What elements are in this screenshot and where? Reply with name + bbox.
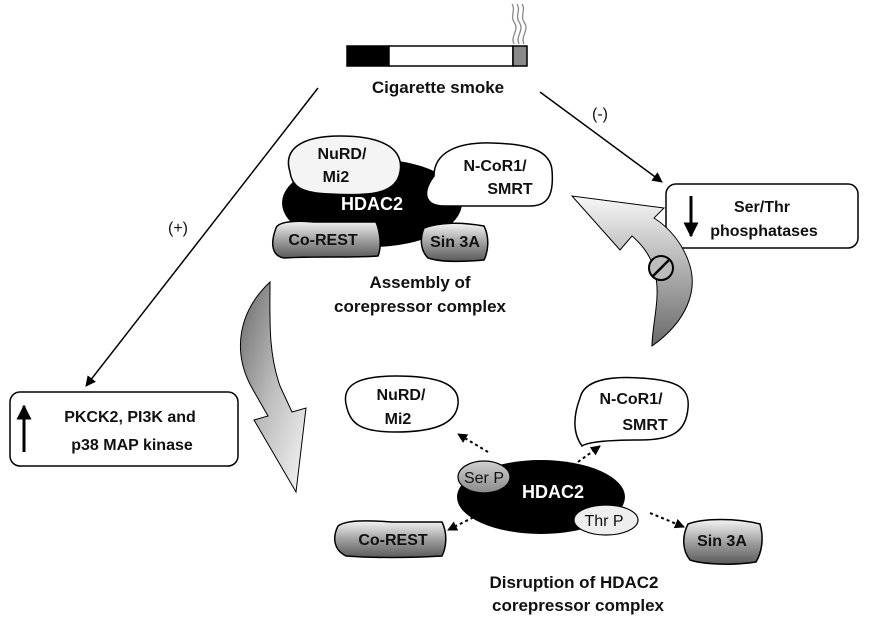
corest-label: Co-REST xyxy=(288,232,358,249)
thr-p-label: Thr P xyxy=(584,513,623,530)
dissociate-nurd xyxy=(457,433,489,453)
ncor-released-label-2: SMRT xyxy=(622,417,668,434)
disruption-caption-2: corepressor complex xyxy=(492,596,665,615)
ncor-label-1: N-CoR1/ xyxy=(463,158,527,175)
kinase-line-1: PKCK2, PI3K and xyxy=(64,409,196,426)
nurd-mi2-shape xyxy=(287,135,402,196)
curved-arrow-disruption xyxy=(240,280,307,494)
sign-positive: (+) xyxy=(168,220,188,237)
phosphatase-line-2: phosphatases xyxy=(710,223,818,240)
ncor-smrt-shape xyxy=(425,142,554,207)
hdac2-label-disrupted: HDAC2 xyxy=(522,482,584,502)
kinase-box: PKCK2, PI3K and p38 MAP kinase xyxy=(9,391,239,467)
sin3a-shape xyxy=(420,222,489,263)
assembled-complex: NuRD/ Mi2 N-CoR1/ SMRT HDAC2 Co-REST Sin… xyxy=(271,135,554,263)
nurd-released-label-2: Mi2 xyxy=(385,411,412,428)
ncor-released-label-1: N-CoR1/ xyxy=(599,391,663,408)
hdac2-label: HDAC2 xyxy=(341,194,403,214)
curved-arrow-reassembly xyxy=(570,195,693,347)
dissociate-corest xyxy=(447,511,485,531)
nurd-label-1: NuRD/ xyxy=(318,146,367,163)
nurd-label-2: Mi2 xyxy=(323,169,350,186)
dissociate-sin3a xyxy=(649,512,685,529)
nurd-mi2-released xyxy=(344,375,459,433)
arrow-to-phosphatases xyxy=(539,91,663,183)
ser-p-badge xyxy=(457,460,511,494)
assembly-caption-2: corepressor complex xyxy=(334,297,507,316)
assembly-caption-1: Assembly of xyxy=(369,273,470,292)
corest-released-label: Co-REST xyxy=(358,532,428,549)
sin3a-released xyxy=(683,518,763,565)
ncor-smrt-released xyxy=(574,376,689,448)
arrow-to-kinases xyxy=(85,87,319,387)
ncor-label-2: SMRT xyxy=(487,181,533,198)
blocked-icon xyxy=(648,255,674,281)
nurd-released-label-1: NuRD/ xyxy=(377,387,426,404)
kinase-line-2: p38 MAP kinase xyxy=(71,437,193,454)
cigarette-label: Cigarette smoke xyxy=(372,78,504,97)
phosphatase-box: Ser/Thr phosphatases xyxy=(665,183,859,249)
sign-negative: (-) xyxy=(592,106,608,123)
phosphatase-line-1: Ser/Thr xyxy=(734,199,790,216)
thr-p-badge xyxy=(573,504,639,536)
dissociate-ncor xyxy=(577,445,601,463)
disrupted-complex: Ser P HDAC2 Thr P xyxy=(457,460,639,536)
disruption-caption-1: Disruption of HDAC2 xyxy=(489,573,658,592)
corest-shape xyxy=(271,220,381,259)
ser-p-label: Ser P xyxy=(464,470,504,487)
cigarette-icon xyxy=(346,3,528,67)
sin3a-label: Sin 3A xyxy=(430,234,480,251)
corest-released xyxy=(333,520,447,559)
sin3a-released-label: Sin 3A xyxy=(697,533,747,550)
